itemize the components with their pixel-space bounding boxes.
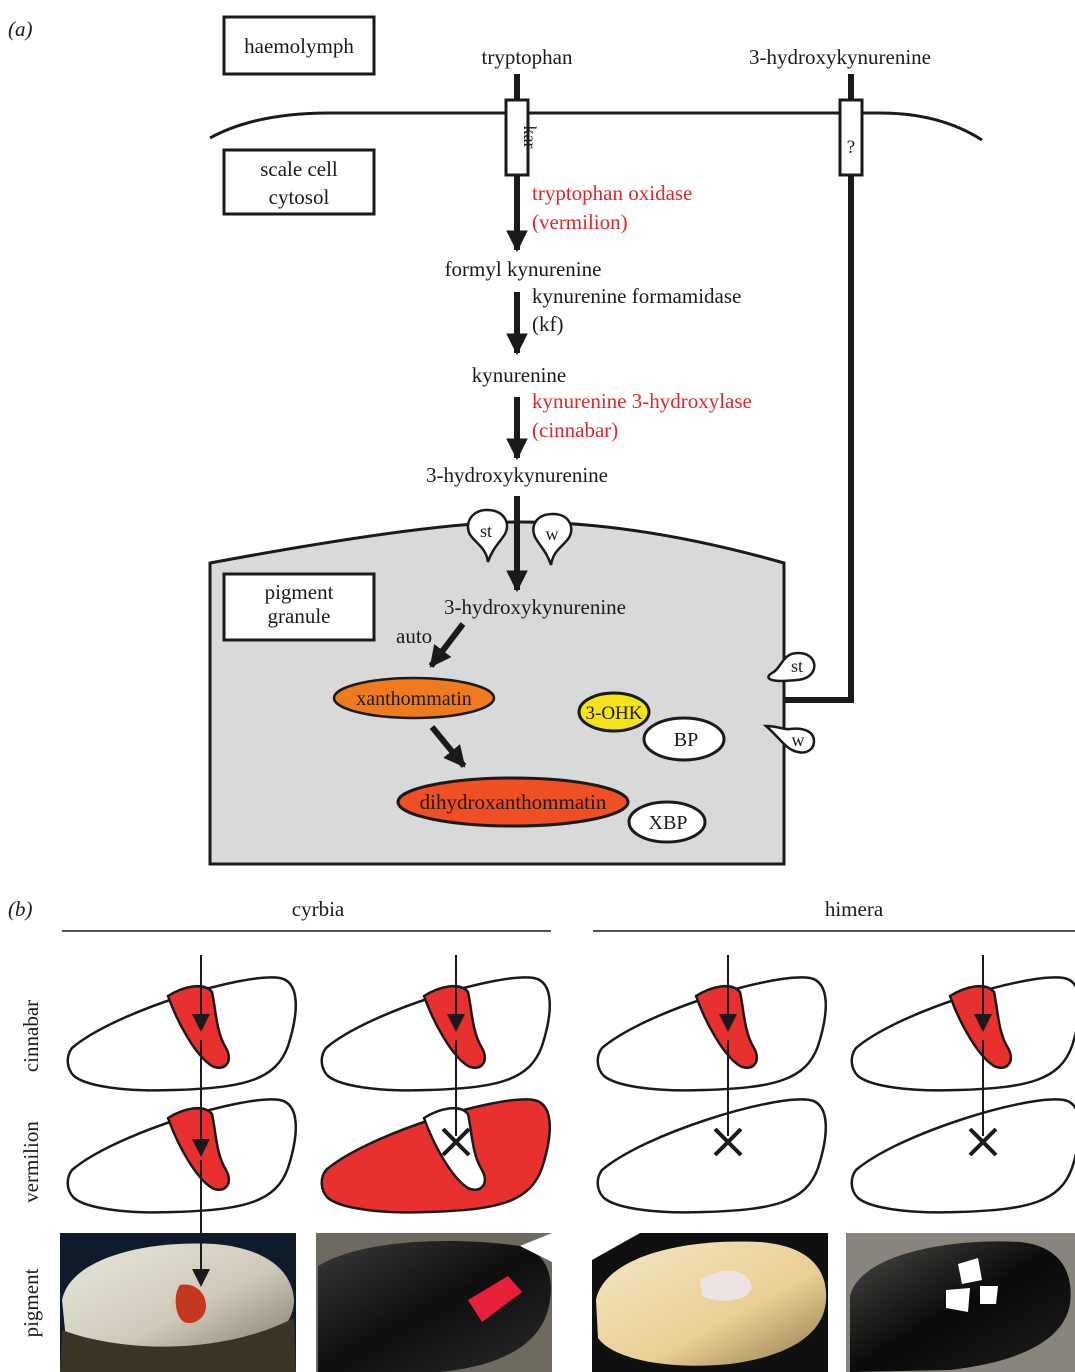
arrow-3hk-to-xanthommatin [428, 622, 466, 668]
dihydroxanthommatin-label: dihydroxanthommatin [420, 790, 607, 814]
bp-label: BP [674, 729, 698, 751]
pigment-photo-cyrbia-knockout [316, 1233, 552, 1372]
xbp-label: XBP [649, 812, 688, 834]
cross-marker [713, 1127, 743, 1157]
3ohk-label: 3-OHK [586, 703, 643, 724]
w-transporter-side [762, 724, 816, 754]
panel-a-label: (a) [8, 17, 33, 41]
xanthommatin-label: xanthommatin [356, 688, 472, 710]
tryptophan-oxidase-label: tryptophan oxidase [532, 181, 692, 205]
haemolymph-box [222, 15, 376, 76]
unknown-transporter-label: ? [847, 137, 855, 158]
wing-outline [850, 1098, 1075, 1214]
auto-label: auto [396, 624, 432, 648]
kynurenine-formamidase-label: kynurenine formamidase [532, 284, 741, 308]
pigment-photo-himera-knockout [846, 1233, 1075, 1372]
3hk-granule-label: 3-hydroxykynurenine [444, 595, 626, 619]
row-label-cinnabar: cinnabar [19, 1000, 43, 1072]
arrow-xanthommatin-to-dihydro [429, 725, 467, 768]
xbp-node [627, 800, 707, 844]
3ohk-node [577, 691, 651, 733]
st-label-top: st [480, 521, 492, 541]
wing-diagrams [66, 955, 1075, 1233]
group-label-himera: himera [825, 897, 884, 921]
wing-outline [850, 976, 1075, 1092]
dihydroxanthommatin-node [396, 776, 630, 828]
cell-membrane [209, 111, 983, 142]
bp-node [642, 716, 726, 762]
3hk-haemolymph-label: 3-hydroxykynurenine [749, 45, 931, 69]
vermilion-label: (vermilion) [532, 210, 628, 234]
cytosol-box [222, 148, 376, 216]
group-label-cyrbia: cyrbia [292, 897, 345, 921]
st-transporter-side [767, 651, 816, 683]
wing-outline [596, 1098, 827, 1214]
pigment-granule-label-line1: pigment [265, 580, 334, 604]
st-transporter-top [466, 508, 509, 563]
kynurenine-3-hydroxylase-label: kynurenine 3-hydroxylase [532, 389, 752, 413]
wing-outline [66, 976, 297, 1092]
cinnabar-label: (cinnabar) [532, 418, 618, 442]
cytosol-label-line1: scale cell [260, 157, 338, 181]
pigment-photo-cyrbia-wildtype [60, 1233, 296, 1372]
wing-outline [66, 1098, 297, 1214]
kar-label: kar [520, 126, 540, 149]
cytosol-label-line2: cytosol [269, 185, 330, 209]
wing-outline [320, 976, 551, 1092]
st-label-side: st [791, 656, 803, 676]
row-label-vermilion: vermilion [19, 1121, 43, 1203]
w-label-side: w [792, 730, 805, 750]
cross-marker [441, 1127, 471, 1157]
w-transporter-top [532, 512, 573, 566]
wing-outline [596, 976, 827, 1092]
formyl-kynurenine-label: formyl kynurenine [445, 257, 602, 281]
white-spot [422, 1106, 487, 1191]
haemolymph-label: haemolymph [244, 34, 354, 58]
kf-label: (kf) [532, 312, 563, 336]
w-label-top: w [546, 524, 559, 544]
wing-outline [320, 1098, 551, 1214]
row-label-pigment: pigment [19, 1268, 43, 1337]
pigment-photo-himera-wildtype [592, 1233, 828, 1372]
pigment-granule-box [222, 572, 376, 642]
tryptophan-label: tryptophan [482, 45, 573, 69]
kynurenine-label: kynurenine [472, 363, 566, 387]
cross-marker [968, 1127, 998, 1157]
3hk-cytosol-label: 3-hydroxykynurenine [426, 463, 608, 487]
panel-b-label: (b) [8, 897, 33, 921]
xanthommatin-node [332, 676, 496, 720]
pigment-granule-label-line2: granule [268, 604, 331, 628]
